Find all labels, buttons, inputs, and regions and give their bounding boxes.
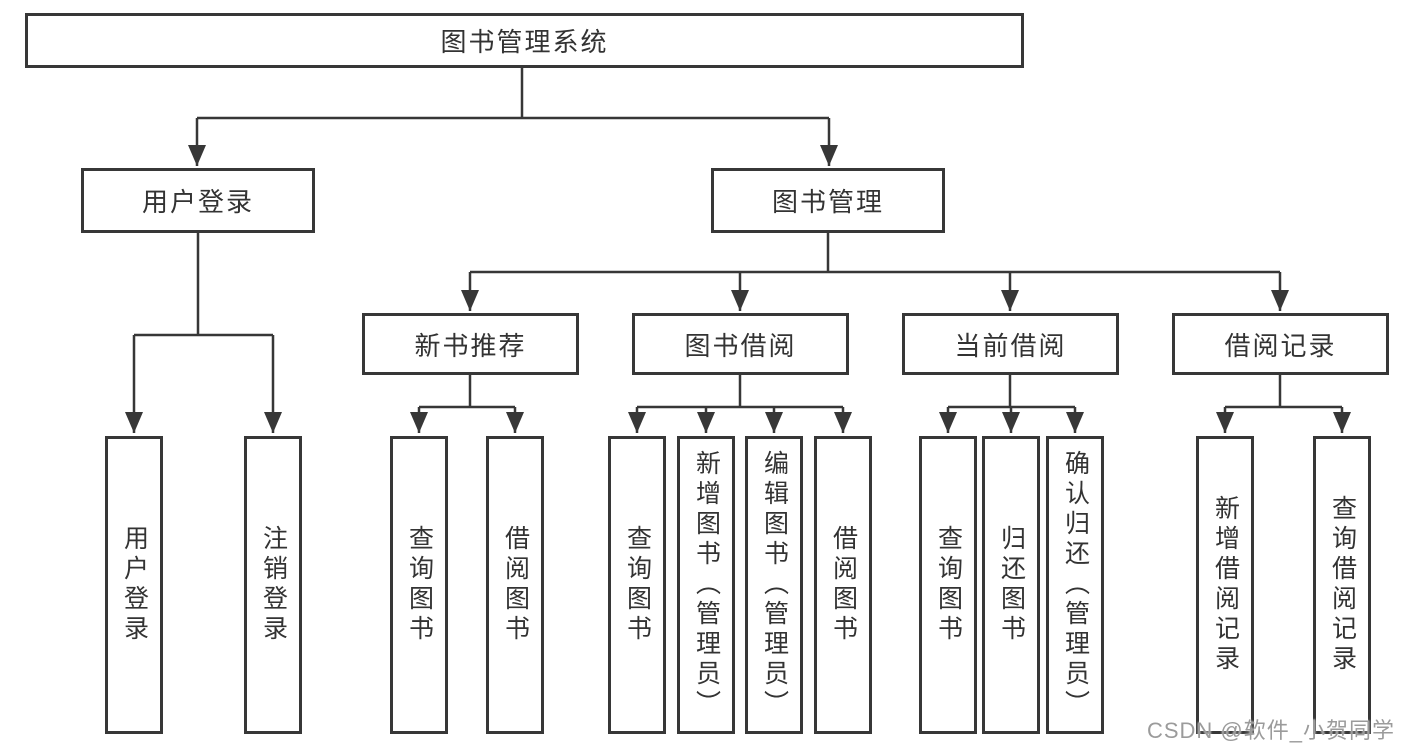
csdn-watermark: CSDN @软件_小贺同学 (1146, 718, 1395, 743)
node-label: 图书管理 (771, 187, 884, 217)
leaf-query-books-recommend: 查询图书 (390, 436, 448, 734)
node-borrowing-records: 借阅记录 (1172, 313, 1389, 375)
node-current-borrowing: 当前借阅 (902, 313, 1119, 375)
node-label: 查询借阅记录 (1328, 495, 1357, 675)
node-user-login: 用户登录 (81, 168, 315, 233)
node-label: 当前借阅 (954, 330, 1067, 361)
leaf-add-borrow-record: 新增借阅记录 (1196, 436, 1254, 734)
leaf-query-borrow-record: 查询借阅记录 (1313, 436, 1371, 734)
leaf-query-books-borrowing: 查询图书 (608, 436, 666, 734)
node-label: 注销登录 (259, 525, 288, 645)
node-label: 归还图书 (997, 525, 1026, 645)
node-label: 借阅图书 (501, 525, 530, 645)
leaf-return-book: 归还图书 (982, 436, 1040, 734)
node-book-borrowing: 图书借阅 (632, 313, 849, 375)
node-label: 借阅图书 (829, 525, 858, 645)
node-label: 用户登录 (120, 525, 149, 645)
leaf-add-book-admin: 新增图书（管理员） (677, 436, 735, 734)
leaf-confirm-return-admin: 确认归还（管理员） (1046, 436, 1104, 734)
leaf-borrow-books-recommend: 借阅图书 (486, 436, 544, 734)
leaf-edit-book-admin: 编辑图书（管理员） (745, 436, 803, 734)
node-library-management-system: 图书管理系统 (25, 13, 1024, 68)
node-label: 确认归还（管理员） (1061, 450, 1090, 720)
node-label: 图书借阅 (684, 330, 797, 361)
node-label: 查询图书 (934, 525, 963, 645)
node-label: 借阅记录 (1224, 330, 1337, 361)
leaf-user-login: 用户登录 (105, 436, 163, 734)
node-label: 查询图书 (623, 525, 652, 645)
node-label: 用户登录 (141, 187, 254, 217)
leaf-borrow-books-borrowing: 借阅图书 (814, 436, 872, 734)
node-label: 编辑图书（管理员） (760, 450, 789, 720)
node-label: 图书管理系统 (440, 27, 609, 57)
node-book-management: 图书管理 (711, 168, 945, 233)
node-new-book-recommend: 新书推荐 (362, 313, 579, 375)
node-label: 新增图书（管理员） (692, 450, 721, 720)
node-label: 新书推荐 (414, 330, 527, 361)
node-label: 新增借阅记录 (1211, 495, 1240, 675)
leaf-logout: 注销登录 (244, 436, 302, 734)
node-label: 查询图书 (405, 525, 434, 645)
leaf-query-books-current: 查询图书 (919, 436, 977, 734)
